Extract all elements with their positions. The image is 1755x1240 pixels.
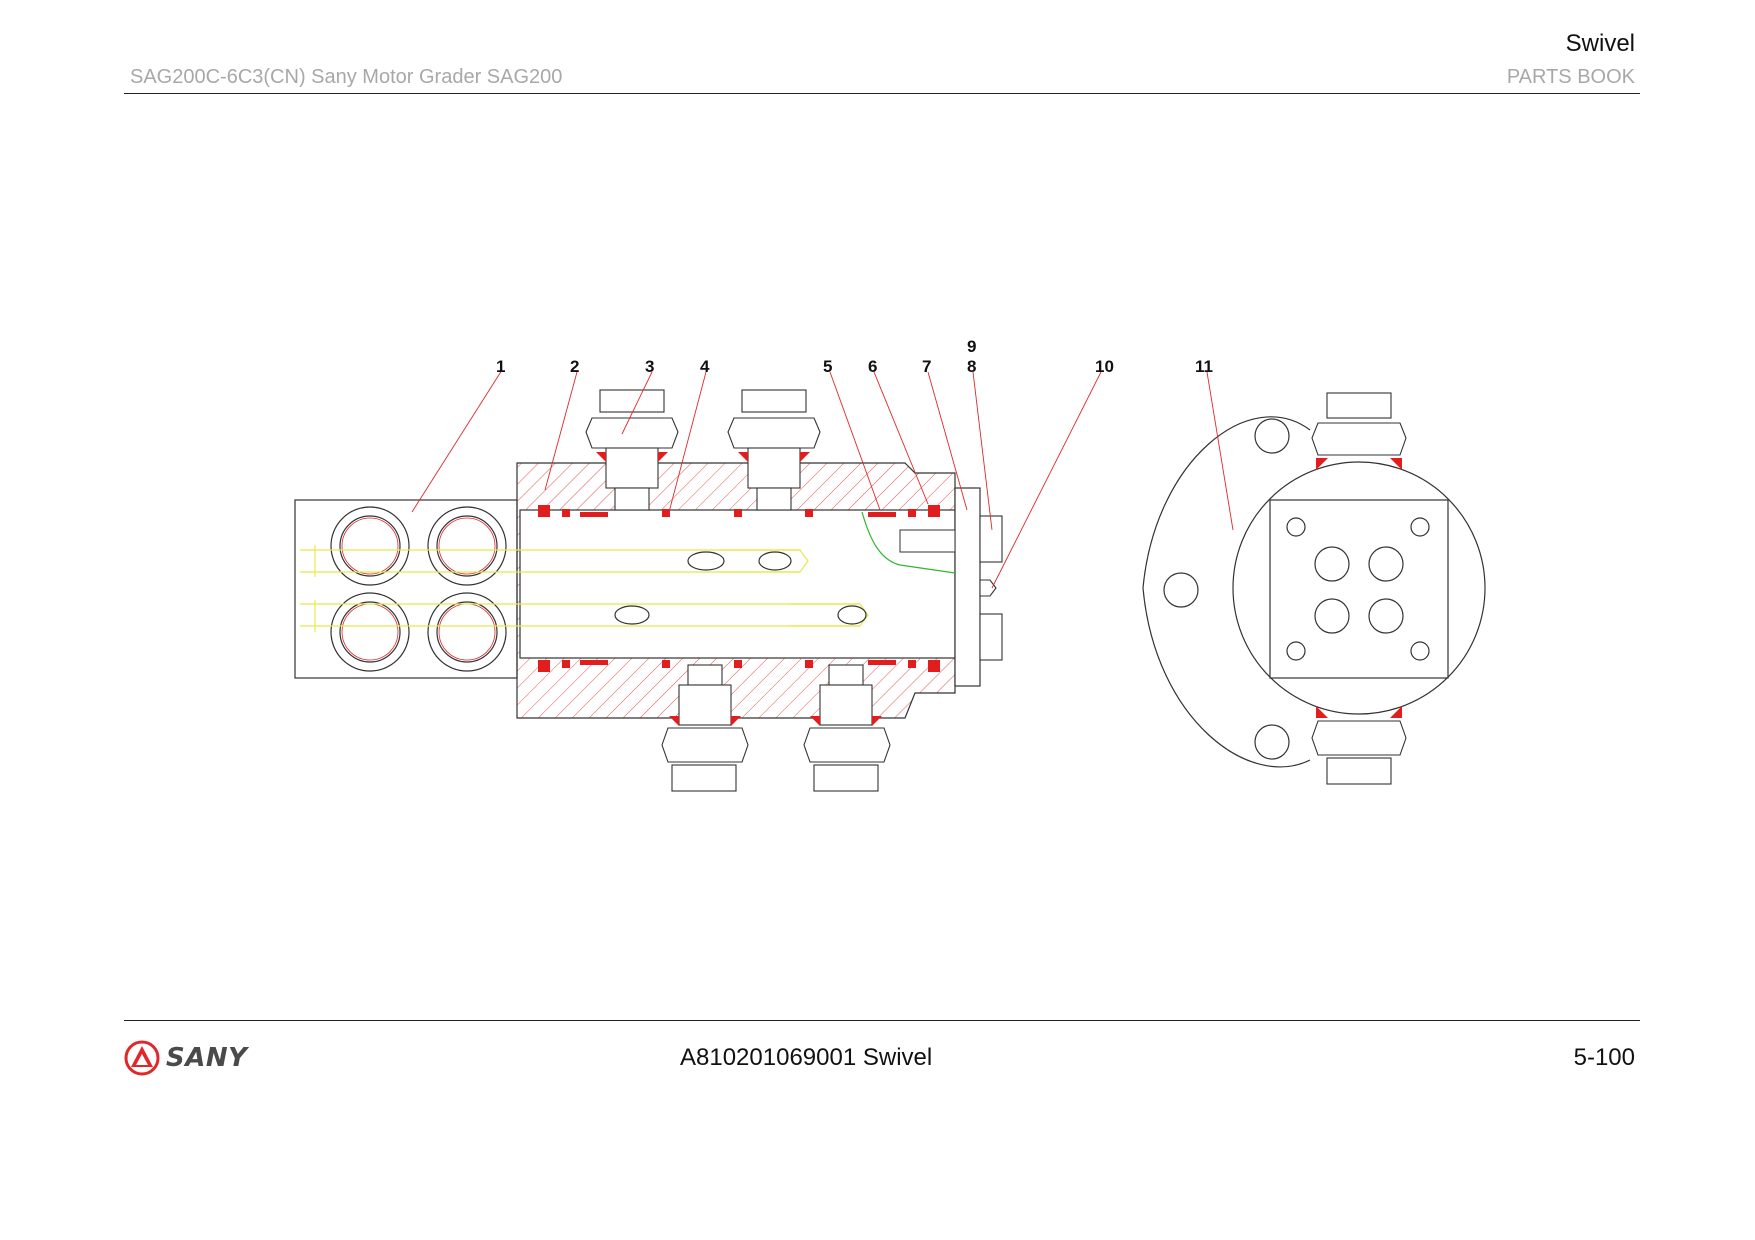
callout-4: 4 <box>700 357 710 376</box>
flange-side-fittings <box>1311 392 1407 785</box>
book-name: PARTS BOOK <box>1506 66 1635 88</box>
fitting-bottom-right <box>803 664 891 792</box>
fitting-bottom-left <box>661 664 749 792</box>
callout-3: 3 <box>645 357 654 376</box>
fitting-top-left <box>585 389 679 511</box>
callout-8: 8 <box>967 357 976 376</box>
callout-2: 2 <box>570 357 579 376</box>
part-number: A810201069001 Swivel <box>680 1044 933 1071</box>
fitting-top-right <box>727 389 821 511</box>
sany-logo-icon <box>124 1040 160 1076</box>
callout-5: 5 <box>823 357 832 376</box>
hidden-passages <box>300 545 869 632</box>
flange-side-seals <box>1316 458 1402 718</box>
manifold-block <box>294 499 518 679</box>
seals <box>538 505 940 672</box>
shaft-bolt <box>899 529 956 553</box>
model-name: SAG200C-6C3(CN) Sany Motor Grader SAG200 <box>130 66 563 88</box>
callout-10: 10 <box>1095 357 1114 376</box>
housing <box>516 462 981 719</box>
flange-side-view <box>1142 416 1486 768</box>
callout-labels: 1 2 3 4 5 6 7 8 9 10 11 <box>496 337 1213 376</box>
sany-logo: SANY <box>124 1040 247 1076</box>
footer-rule <box>124 1020 1640 1021</box>
leader-lines <box>411 369 1234 589</box>
manifold-ring-accents <box>341 517 496 661</box>
fitting-seals-bottom <box>669 716 882 726</box>
page-title: Swivel <box>1565 30 1635 57</box>
callout-11: 11 <box>1195 357 1213 376</box>
page-number: 5-100 <box>1573 1044 1635 1071</box>
callout-1: 1 <box>496 357 505 376</box>
callout-9: 9 <box>967 337 976 356</box>
logo-text: SANY <box>166 1043 248 1073</box>
header-rule <box>124 93 1640 94</box>
shaft-ports <box>614 551 867 625</box>
section-break-line <box>861 511 956 574</box>
callout-6: 6 <box>868 357 877 376</box>
fitting-seals-top <box>596 452 810 462</box>
callout-7: 7 <box>922 357 931 376</box>
end-nuts <box>979 515 1003 661</box>
